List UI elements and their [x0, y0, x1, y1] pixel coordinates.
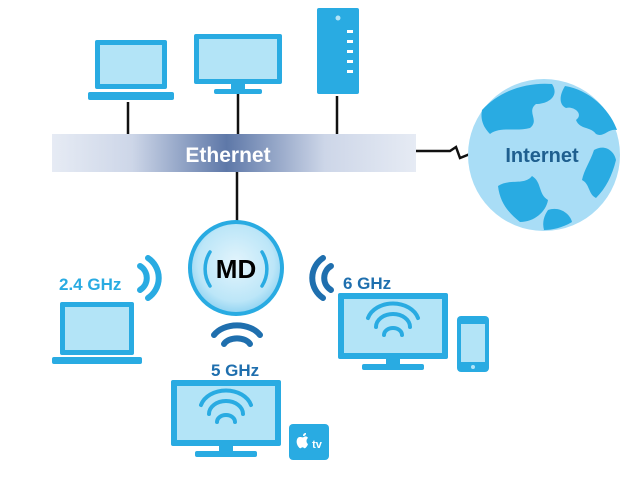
- wifi-icon: [309, 255, 334, 301]
- band-5-label: 5 GHz: [211, 361, 259, 380]
- apple-tv-label: tv: [312, 439, 323, 451]
- laptop-icon: [52, 302, 142, 364]
- internet-label: Internet: [505, 145, 579, 167]
- ethernet-label: Ethernet: [185, 144, 270, 167]
- apple-tv-icon: tv: [289, 424, 329, 460]
- band-6-label: 6 GHz: [343, 274, 391, 293]
- ethernet-bus: Ethernet: [52, 134, 416, 172]
- laptop-icon: [88, 40, 174, 100]
- server-tower-icon: [317, 8, 359, 94]
- band-24-label: 2.4 GHz: [59, 275, 121, 294]
- tv-monitor-icon: [171, 380, 281, 457]
- access-point-icon: MD: [188, 220, 284, 316]
- md-label: MD: [216, 254, 256, 284]
- band-24-signal: 2.4 GHz: [59, 255, 162, 301]
- tv-monitor-icon: [338, 293, 448, 370]
- wifi-icon: [137, 255, 162, 301]
- wifi-icon: [366, 301, 420, 337]
- desktop-monitor-icon: [194, 34, 282, 94]
- band-6-signal: 6 GHz: [309, 255, 391, 301]
- wifi-icon: [199, 388, 253, 424]
- band-5-signal: 5 GHz: [211, 322, 263, 380]
- smartphone-icon: [457, 316, 489, 372]
- wifi-icon: [211, 322, 263, 347]
- globe-icon: Internet: [468, 79, 620, 231]
